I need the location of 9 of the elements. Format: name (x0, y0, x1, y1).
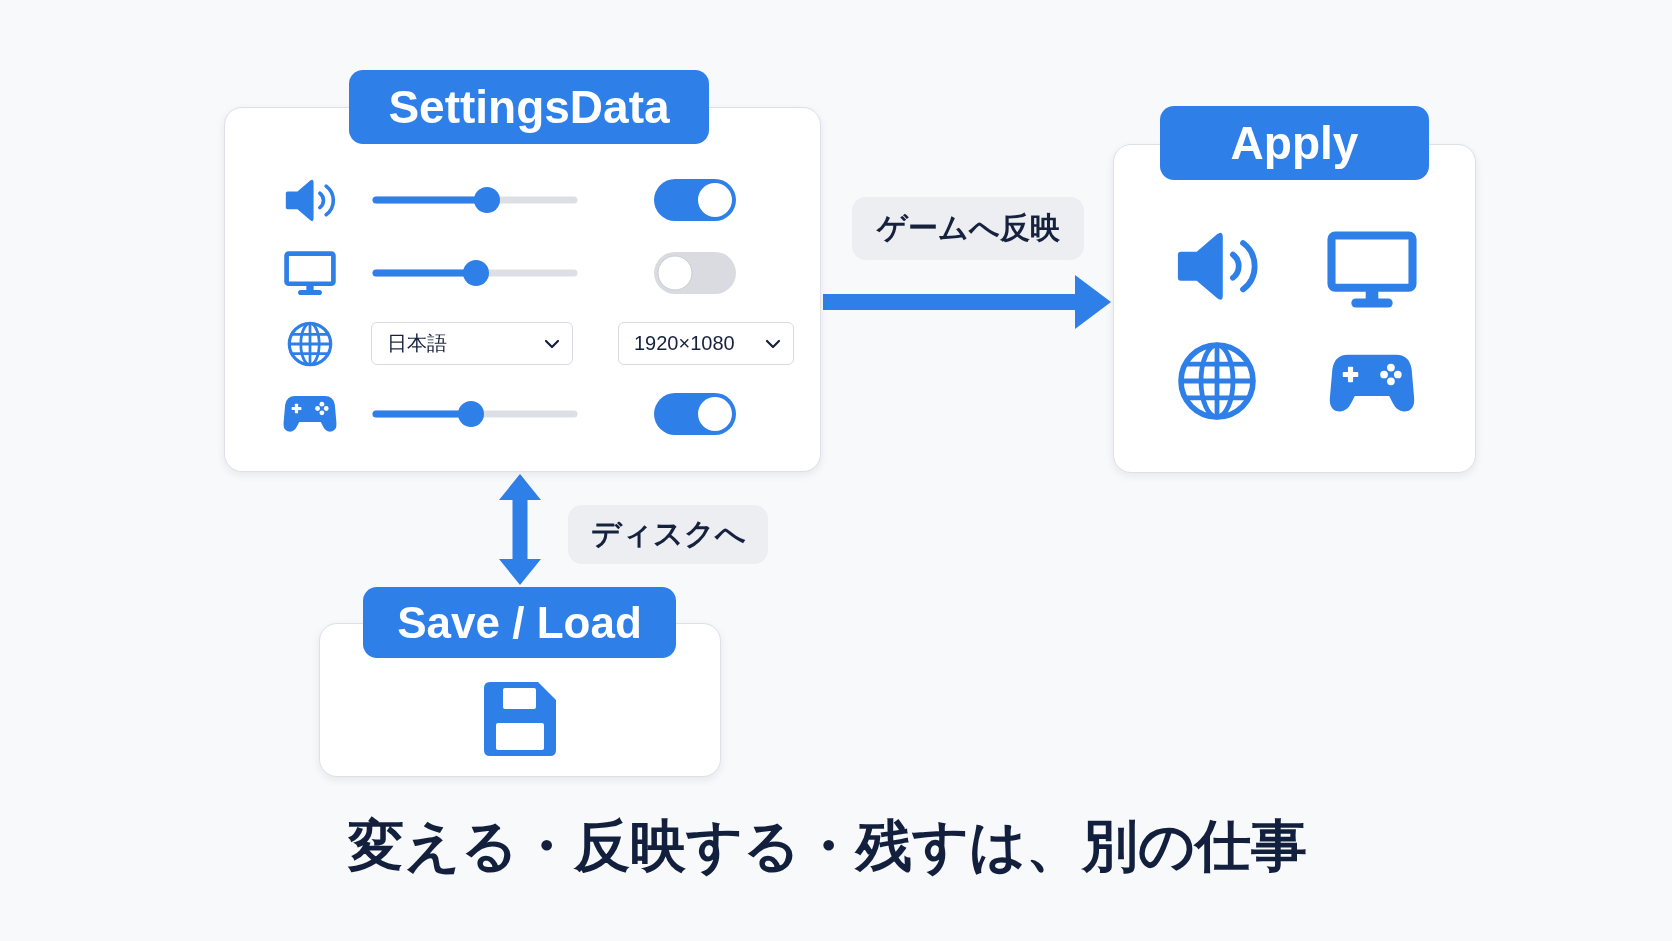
dropdown: 日本語 (371, 322, 573, 365)
heading-tab: Apply (1160, 106, 1429, 180)
arrow (823, 275, 1111, 329)
heading-tab: Save / Load (363, 587, 676, 658)
heading-tab: SettingsData (349, 70, 709, 144)
arrow (499, 474, 541, 585)
edge-label: ゲームへ反映 (852, 197, 1084, 260)
dropdown: 1920×1080 (618, 322, 794, 365)
edge-label: ディスクへ (568, 505, 768, 564)
